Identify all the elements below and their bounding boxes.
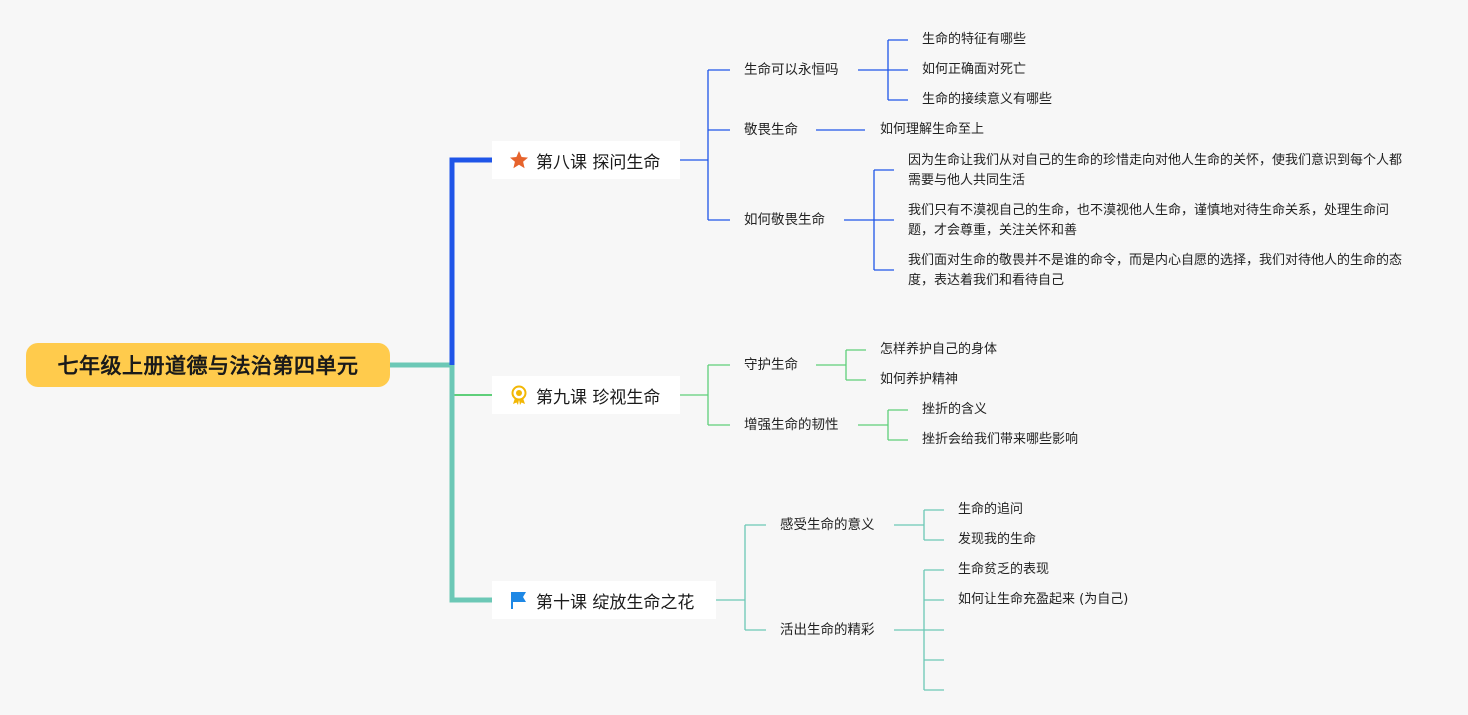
leaf-care-spirit[interactable]: 如何养护精神: [880, 372, 959, 387]
leaf-life-question[interactable]: 生命的追问: [958, 502, 1024, 517]
topic-revere-life[interactable]: 敬畏生命: [744, 122, 798, 138]
root-topic[interactable]: 七年级上册道德与法治第四单元: [26, 343, 390, 387]
flag-icon: [508, 589, 530, 611]
leaf-life-features[interactable]: 生命的特征有哪些: [922, 32, 1027, 47]
lesson-9-topic[interactable]: 第九课 珍视生命: [492, 376, 680, 414]
medal-icon: [508, 384, 530, 406]
leaf-setback-impact[interactable]: 挫折会给我们带来哪些影响: [922, 432, 1079, 447]
leaf-care-body[interactable]: 怎样养护自己的身体: [880, 342, 998, 357]
lesson-9-title: 第九课 珍视生命: [536, 387, 661, 408]
topic-resilience[interactable]: 增强生命的韧性: [744, 417, 839, 433]
leaf-life-continuation[interactable]: 生命的接续意义有哪些: [922, 92, 1053, 107]
topic-how-revere[interactable]: 如何敬畏生命: [744, 212, 825, 228]
leaf-setback-meaning[interactable]: 挫折的含义: [922, 402, 988, 417]
star-icon: [508, 149, 530, 171]
leaf-revere-reason-1[interactable]: 因为生命让我们从对自己的生命的珍惜走向对他人生命的关怀，使我们意识到每个人都需要…: [908, 153, 1403, 188]
lesson-8-title: 第八课 探问生命: [536, 152, 661, 173]
leaf-face-death[interactable]: 如何正确面对死亡: [922, 62, 1027, 77]
topic-live-brilliantly[interactable]: 活出生命的精彩: [780, 622, 875, 638]
topic-guard-life[interactable]: 守护生命: [744, 357, 798, 373]
lesson-10-topic[interactable]: 第十课 绽放生命之花: [492, 581, 716, 619]
topic-life-eternal[interactable]: 生命可以永恒吗: [744, 62, 839, 78]
leaf-discover-life[interactable]: 发现我的生命: [958, 532, 1037, 547]
lesson-10-title: 第十课 绽放生命之花: [536, 592, 695, 613]
lesson-8-topic[interactable]: 第八课 探问生命: [492, 141, 680, 179]
topic-feel-meaning[interactable]: 感受生命的意义: [780, 517, 875, 533]
leaf-revere-reason-3[interactable]: 我们面对生命的敬畏并不是谁的命令，而是内心自愿的选择，我们对待他人的生命的态度，…: [908, 253, 1403, 288]
leaf-life-supreme[interactable]: 如何理解生命至上: [880, 122, 985, 137]
leaf-poverty-signs[interactable]: 生命贫乏的表现: [958, 562, 1050, 577]
leaf-revere-reason-2[interactable]: 我们只有不漠视自己的生命，也不漠视他人生命，谨慎地对待生命关系，处理生命问题，才…: [908, 203, 1390, 238]
leaf-enrich-life[interactable]: 如何让生命充盈起来 (为自己): [958, 592, 1129, 607]
